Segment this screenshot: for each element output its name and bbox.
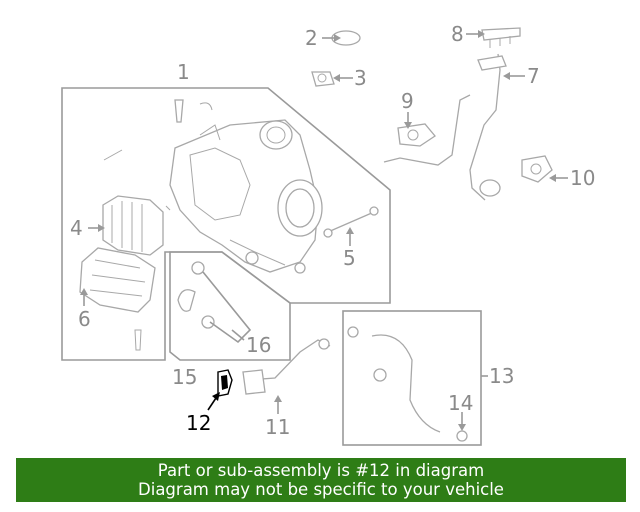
callout-11: 11 bbox=[265, 415, 290, 439]
callout-6: 6 bbox=[78, 307, 91, 331]
banner-line-disclaimer: Diagram may not be specific to your vehi… bbox=[138, 480, 504, 499]
callout-12: 12 bbox=[186, 411, 211, 435]
leader-lines bbox=[80, 30, 568, 431]
info-banner: Part or sub-assembly is #12 in diagram D… bbox=[16, 458, 626, 502]
callout-5: 5 bbox=[343, 246, 356, 270]
group-box-15 bbox=[169, 251, 291, 361]
bracket-part-12-highlighted bbox=[217, 369, 233, 397]
heat-shield-part-6 bbox=[79, 247, 156, 351]
callout-8: 8 bbox=[451, 22, 464, 46]
bushing-part-3 bbox=[311, 71, 335, 87]
rod-part-5 bbox=[323, 206, 379, 238]
flange-part-9 bbox=[397, 123, 436, 147]
callout-2: 2 bbox=[305, 26, 318, 50]
turbocharger-drawing bbox=[103, 99, 323, 274]
flange-part-10 bbox=[521, 155, 553, 183]
heat-shield-part-4 bbox=[102, 195, 164, 256]
callout-9: 9 bbox=[401, 89, 414, 113]
callout-1: 1 bbox=[177, 60, 190, 84]
hose-part-13 bbox=[347, 326, 468, 442]
callout-4: 4 bbox=[70, 216, 83, 240]
group-box-13 bbox=[342, 310, 482, 446]
callout-13: 13 bbox=[489, 364, 514, 388]
callout-15: 15 bbox=[172, 365, 197, 389]
clip-part-8 bbox=[481, 27, 521, 48]
callout-10: 10 bbox=[570, 166, 595, 190]
banner-line-part-number: Part or sub-assembly is #12 in diagram bbox=[157, 461, 485, 480]
callout-7: 7 bbox=[527, 64, 540, 88]
callout-3: 3 bbox=[354, 66, 367, 90]
callout-14: 14 bbox=[448, 391, 473, 415]
pipe-part-11 bbox=[242, 338, 331, 395]
callout-16: 16 bbox=[246, 333, 271, 357]
hose-part-15-16 bbox=[177, 261, 252, 344]
parts-diagram: 1 2 3 4 5 6 7 8 9 10 11 12 13 14 15 16 bbox=[61, 22, 595, 446]
